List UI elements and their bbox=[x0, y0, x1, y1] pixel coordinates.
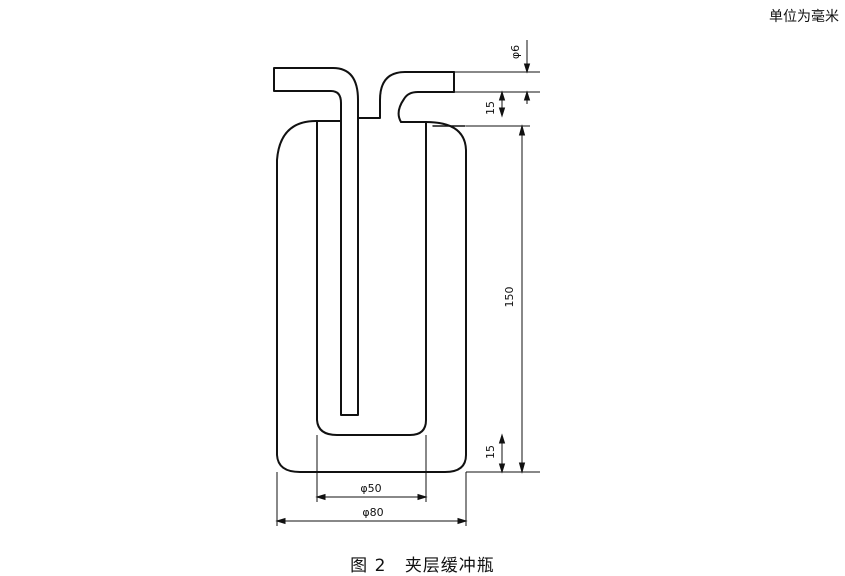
unit-note: 单位为毫米 bbox=[769, 9, 839, 25]
figure-caption: 图 2 夹层缓冲瓶 bbox=[0, 551, 845, 576]
inlet-tube bbox=[273, 67, 359, 416]
inner-vessel-outline bbox=[316, 121, 427, 436]
label-bottom-gap: 15 bbox=[484, 445, 497, 459]
arrow-body-down bbox=[518, 462, 526, 474]
arrow-outer-left bbox=[275, 517, 286, 525]
label-outer-diameter: φ80 bbox=[362, 506, 383, 519]
label-inner-diameter: φ50 bbox=[360, 482, 381, 495]
label-neck-height: 15 bbox=[484, 101, 497, 115]
label-tube-diameter: φ6 bbox=[509, 45, 522, 59]
arrow-bottom-up bbox=[498, 433, 506, 444]
arrow-neck-up bbox=[498, 90, 506, 101]
arrow-tube-upper bbox=[523, 63, 531, 74]
arrow-body-up bbox=[518, 124, 526, 136]
arrow-neck-down bbox=[498, 107, 506, 118]
arrow-tube-lower bbox=[523, 90, 531, 101]
neck bbox=[357, 71, 455, 123]
figure-title: 夹层缓冲瓶 bbox=[404, 556, 495, 576]
arrow-inner-left bbox=[315, 493, 326, 501]
label-body-height: 150 bbox=[503, 287, 516, 308]
figure-number: 图 2 bbox=[350, 556, 387, 576]
outer-jacket-outline bbox=[276, 120, 467, 473]
arrow-outer-right bbox=[457, 517, 468, 525]
arrow-inner-right bbox=[417, 493, 428, 501]
arrow-bottom-down bbox=[498, 463, 506, 474]
